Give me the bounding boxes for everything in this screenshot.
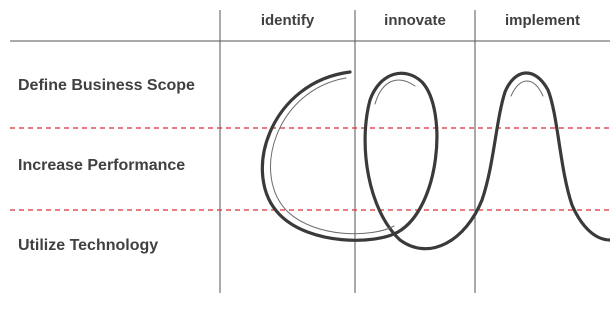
loop-ribbon-curve [260,70,610,251]
row-label-increase-performance: Increase Performance [18,157,186,174]
column-header-identify: identify [260,12,315,29]
column-header-implement: implement [504,12,580,29]
row-label-define-business-scope: Define Business Scope [18,77,195,94]
row-label-utilize-technology: Utilize Technology [18,237,159,254]
column-header-innovate: innovate [384,12,446,29]
